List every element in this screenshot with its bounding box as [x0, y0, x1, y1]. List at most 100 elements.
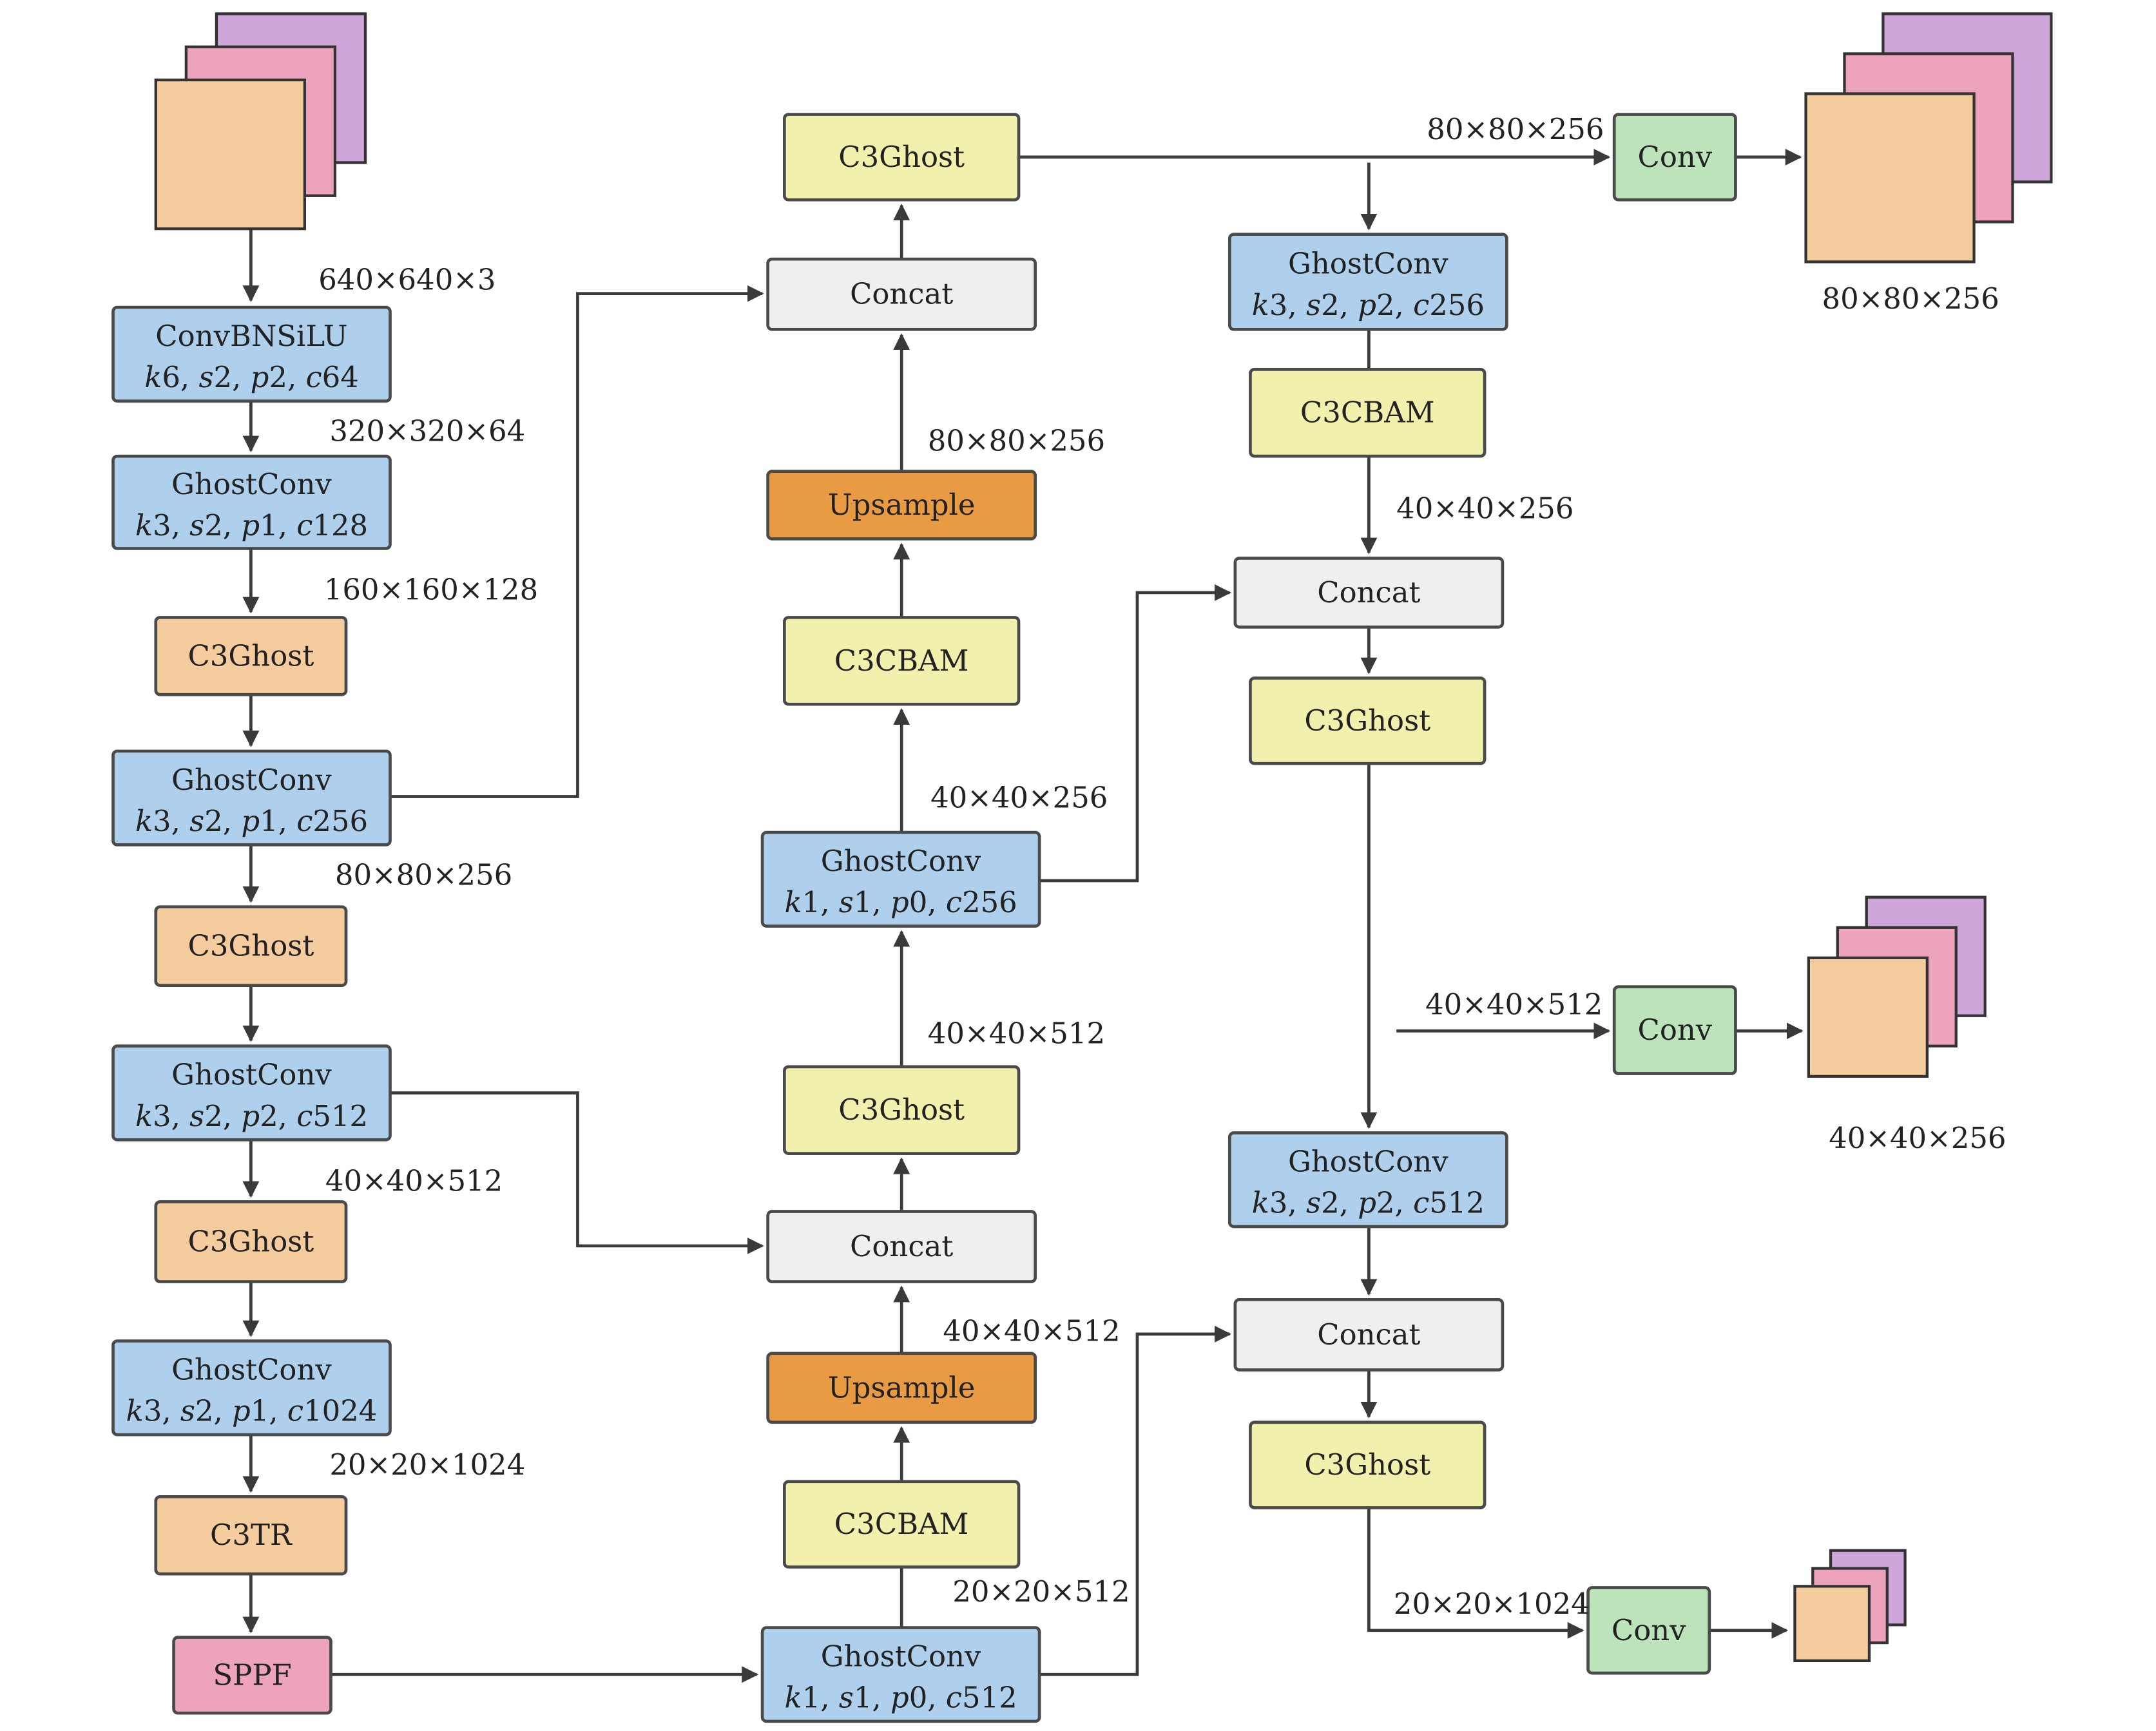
- block-conv-out-2: Conv: [1612, 985, 1737, 1075]
- dim-80-backbone: 80×80×256: [335, 857, 512, 892]
- block-conv-out-1-label: Conv: [1637, 140, 1712, 174]
- block-conv-out-2-label: Conv: [1637, 1013, 1712, 1047]
- block-ghostconv-1-params: k3, s2, p1, c128: [135, 508, 368, 542]
- block-neck-c3cbam-2: C3CBAM: [782, 1480, 1021, 1569]
- block-head-c3ghost-1-box: [1249, 676, 1487, 765]
- block-neck-c3ghost-top-label: C3Ghost: [838, 140, 965, 174]
- block-head-ghostconv-512-box: [1227, 1131, 1508, 1229]
- block-neck-upsample-1: Upsample: [766, 470, 1037, 540]
- block-neck-upsample-1-label: Upsample: [828, 488, 976, 522]
- block-head-concat-2: Concat: [1233, 1298, 1505, 1372]
- block-convbnsilu-box: [111, 305, 392, 403]
- block-head-ghostconv-256-label: GhostConv: [1288, 247, 1449, 281]
- dim-neck-g1: 40×40×256: [930, 781, 1108, 815]
- edge-neck-ghost256-concat1: [1039, 584, 1231, 883]
- dim-neck-bot: 20×20×512: [952, 1574, 1130, 1609]
- block-c3ghost-2: C3Ghost: [154, 905, 348, 987]
- block-sppf-box: [172, 1636, 332, 1715]
- block-convbnsilu-params: k6, s2, p2, c64: [144, 360, 359, 394]
- feature-map-input-layer-front: [154, 78, 306, 231]
- block-sppf: SPPF: [172, 1636, 332, 1715]
- block-head-ghostconv-256: GhostConv k3, s2, p2, c256: [1227, 233, 1508, 331]
- block-neck-ghostconv-512-params: k1, s1, p0, c512: [784, 1681, 1017, 1715]
- feature-map-output-3-layer-front: [1793, 1585, 1871, 1663]
- block-neck-concat-mid-label: Concat: [850, 1229, 953, 1263]
- block-c3tr-box: [154, 1495, 348, 1576]
- block-ghostconv-2: GhostConv k3, s2, p1, c256: [111, 749, 392, 846]
- block-neck-concat-top-label: Concat: [850, 277, 953, 311]
- edge-c3ghost2-conv3: [1367, 1507, 1584, 1639]
- block-head-concat-2-box: [1233, 1298, 1505, 1372]
- block-c3ghost-2-box: [154, 905, 348, 987]
- dim-output-2: 40×40×256: [1829, 1121, 2006, 1155]
- block-neck-concat-mid: Concat: [766, 1210, 1037, 1283]
- dim-input: 640×640×3: [318, 262, 496, 296]
- block-neck-ghostconv-512-label: GhostConv: [821, 1639, 981, 1673]
- block-neck-upsample-1-box: [766, 470, 1037, 540]
- block-neck-ghostconv-512: GhostConv k1, s1, p0, c512: [760, 1626, 1041, 1723]
- block-conv-out-3-box: [1586, 1586, 1711, 1675]
- block-head-c3ghost-2-label: C3Ghost: [1304, 1448, 1430, 1482]
- block-neck-c3ghost-mid-label: C3Ghost: [838, 1093, 965, 1127]
- block-ghostconv-3-box: [111, 1044, 392, 1142]
- edge-neck-ghost512-concat2: [1039, 1325, 1231, 1676]
- block-neck-upsample-2-box: [766, 1352, 1037, 1424]
- block-ghostconv-4-label: GhostConv: [171, 1352, 332, 1386]
- block-head-c3cbam-label: C3CBAM: [1300, 396, 1435, 430]
- block-ghostconv-4-box: [111, 1339, 392, 1437]
- dim-160: 160×160×128: [324, 573, 538, 607]
- block-c3ghost-3-label: C3Ghost: [188, 1225, 314, 1259]
- block-ghostconv-2-label: GhostConv: [171, 763, 332, 797]
- block-neck-c3ghost-mid: C3Ghost: [782, 1065, 1021, 1155]
- feature-map-output-3: [1793, 1549, 1907, 1663]
- block-neck-c3ghost-top: C3Ghost: [782, 113, 1021, 202]
- block-neck-concat-top: Concat: [766, 257, 1037, 331]
- block-conv-out-2-box: [1612, 985, 1737, 1075]
- dim-head-mid: 40×40×256: [1396, 491, 1574, 525]
- block-head-concat-1-label: Concat: [1317, 575, 1420, 609]
- block-c3ghost-1: C3Ghost: [154, 616, 348, 696]
- dim-neck-up1: 80×80×256: [928, 424, 1105, 458]
- block-c3tr: C3TR: [154, 1495, 348, 1576]
- feature-map-input: [154, 12, 367, 231]
- block-neck-upsample-2: Upsample: [766, 1352, 1037, 1424]
- block-neck-ghostconv-256-label: GhostConv: [821, 844, 981, 878]
- block-head-ghostconv-512-label: GhostConv: [1288, 1144, 1449, 1178]
- block-neck-concat-mid-box: [766, 1210, 1037, 1283]
- block-sppf-label: SPPF: [213, 1658, 291, 1692]
- block-ghostconv-2-params: k3, s2, p1, c256: [135, 804, 368, 838]
- block-neck-ghostconv-256-box: [760, 830, 1041, 928]
- block-neck-c3cbam-1-box: [782, 616, 1021, 706]
- feature-map-output-2-layer-front: [1807, 956, 1929, 1078]
- block-head-concat-1: Concat: [1233, 557, 1505, 629]
- block-c3ghost-1-box: [154, 616, 348, 696]
- feature-maps: [154, 12, 2053, 1663]
- block-ghostconv-2-box: [111, 749, 392, 846]
- block-neck-c3cbam-2-label: C3CBAM: [834, 1507, 969, 1541]
- block-neck-c3cbam-2-box: [782, 1480, 1021, 1569]
- block-c3ghost-3-box: [154, 1200, 348, 1283]
- feature-map-output-1-layer-front: [1804, 92, 1976, 263]
- connectors: [242, 148, 1804, 1683]
- dim-320: 320×320×64: [329, 414, 525, 448]
- block-neck-ghostconv-512-box: [760, 1626, 1041, 1723]
- block-conv-out-3: Conv: [1586, 1586, 1711, 1675]
- block-conv-out-1-box: [1612, 113, 1737, 202]
- block-head-ghostconv-256-params: k3, s2, p2, c256: [1252, 288, 1485, 322]
- block-head-c3ghost-2: C3Ghost: [1249, 1420, 1487, 1509]
- dimension-labels: 640×640×3 320×320×64 160×160×128 80×80×256 4…: [318, 112, 2006, 1621]
- feature-map-output-1: [1804, 12, 2053, 263]
- dim-head-top: 80×80×256: [1427, 112, 1604, 146]
- dim-head-out3: 20×20×1024: [1394, 1587, 1590, 1621]
- block-ghostconv-3-label: GhostConv: [171, 1058, 332, 1092]
- block-c3tr-label: C3TR: [210, 1518, 293, 1552]
- block-neck-concat-top-box: [766, 257, 1037, 331]
- dim-neck-c3g: 40×40×512: [928, 1016, 1105, 1050]
- block-conv-out-1: Conv: [1612, 113, 1737, 202]
- block-conv-out-3-label: Conv: [1612, 1613, 1686, 1647]
